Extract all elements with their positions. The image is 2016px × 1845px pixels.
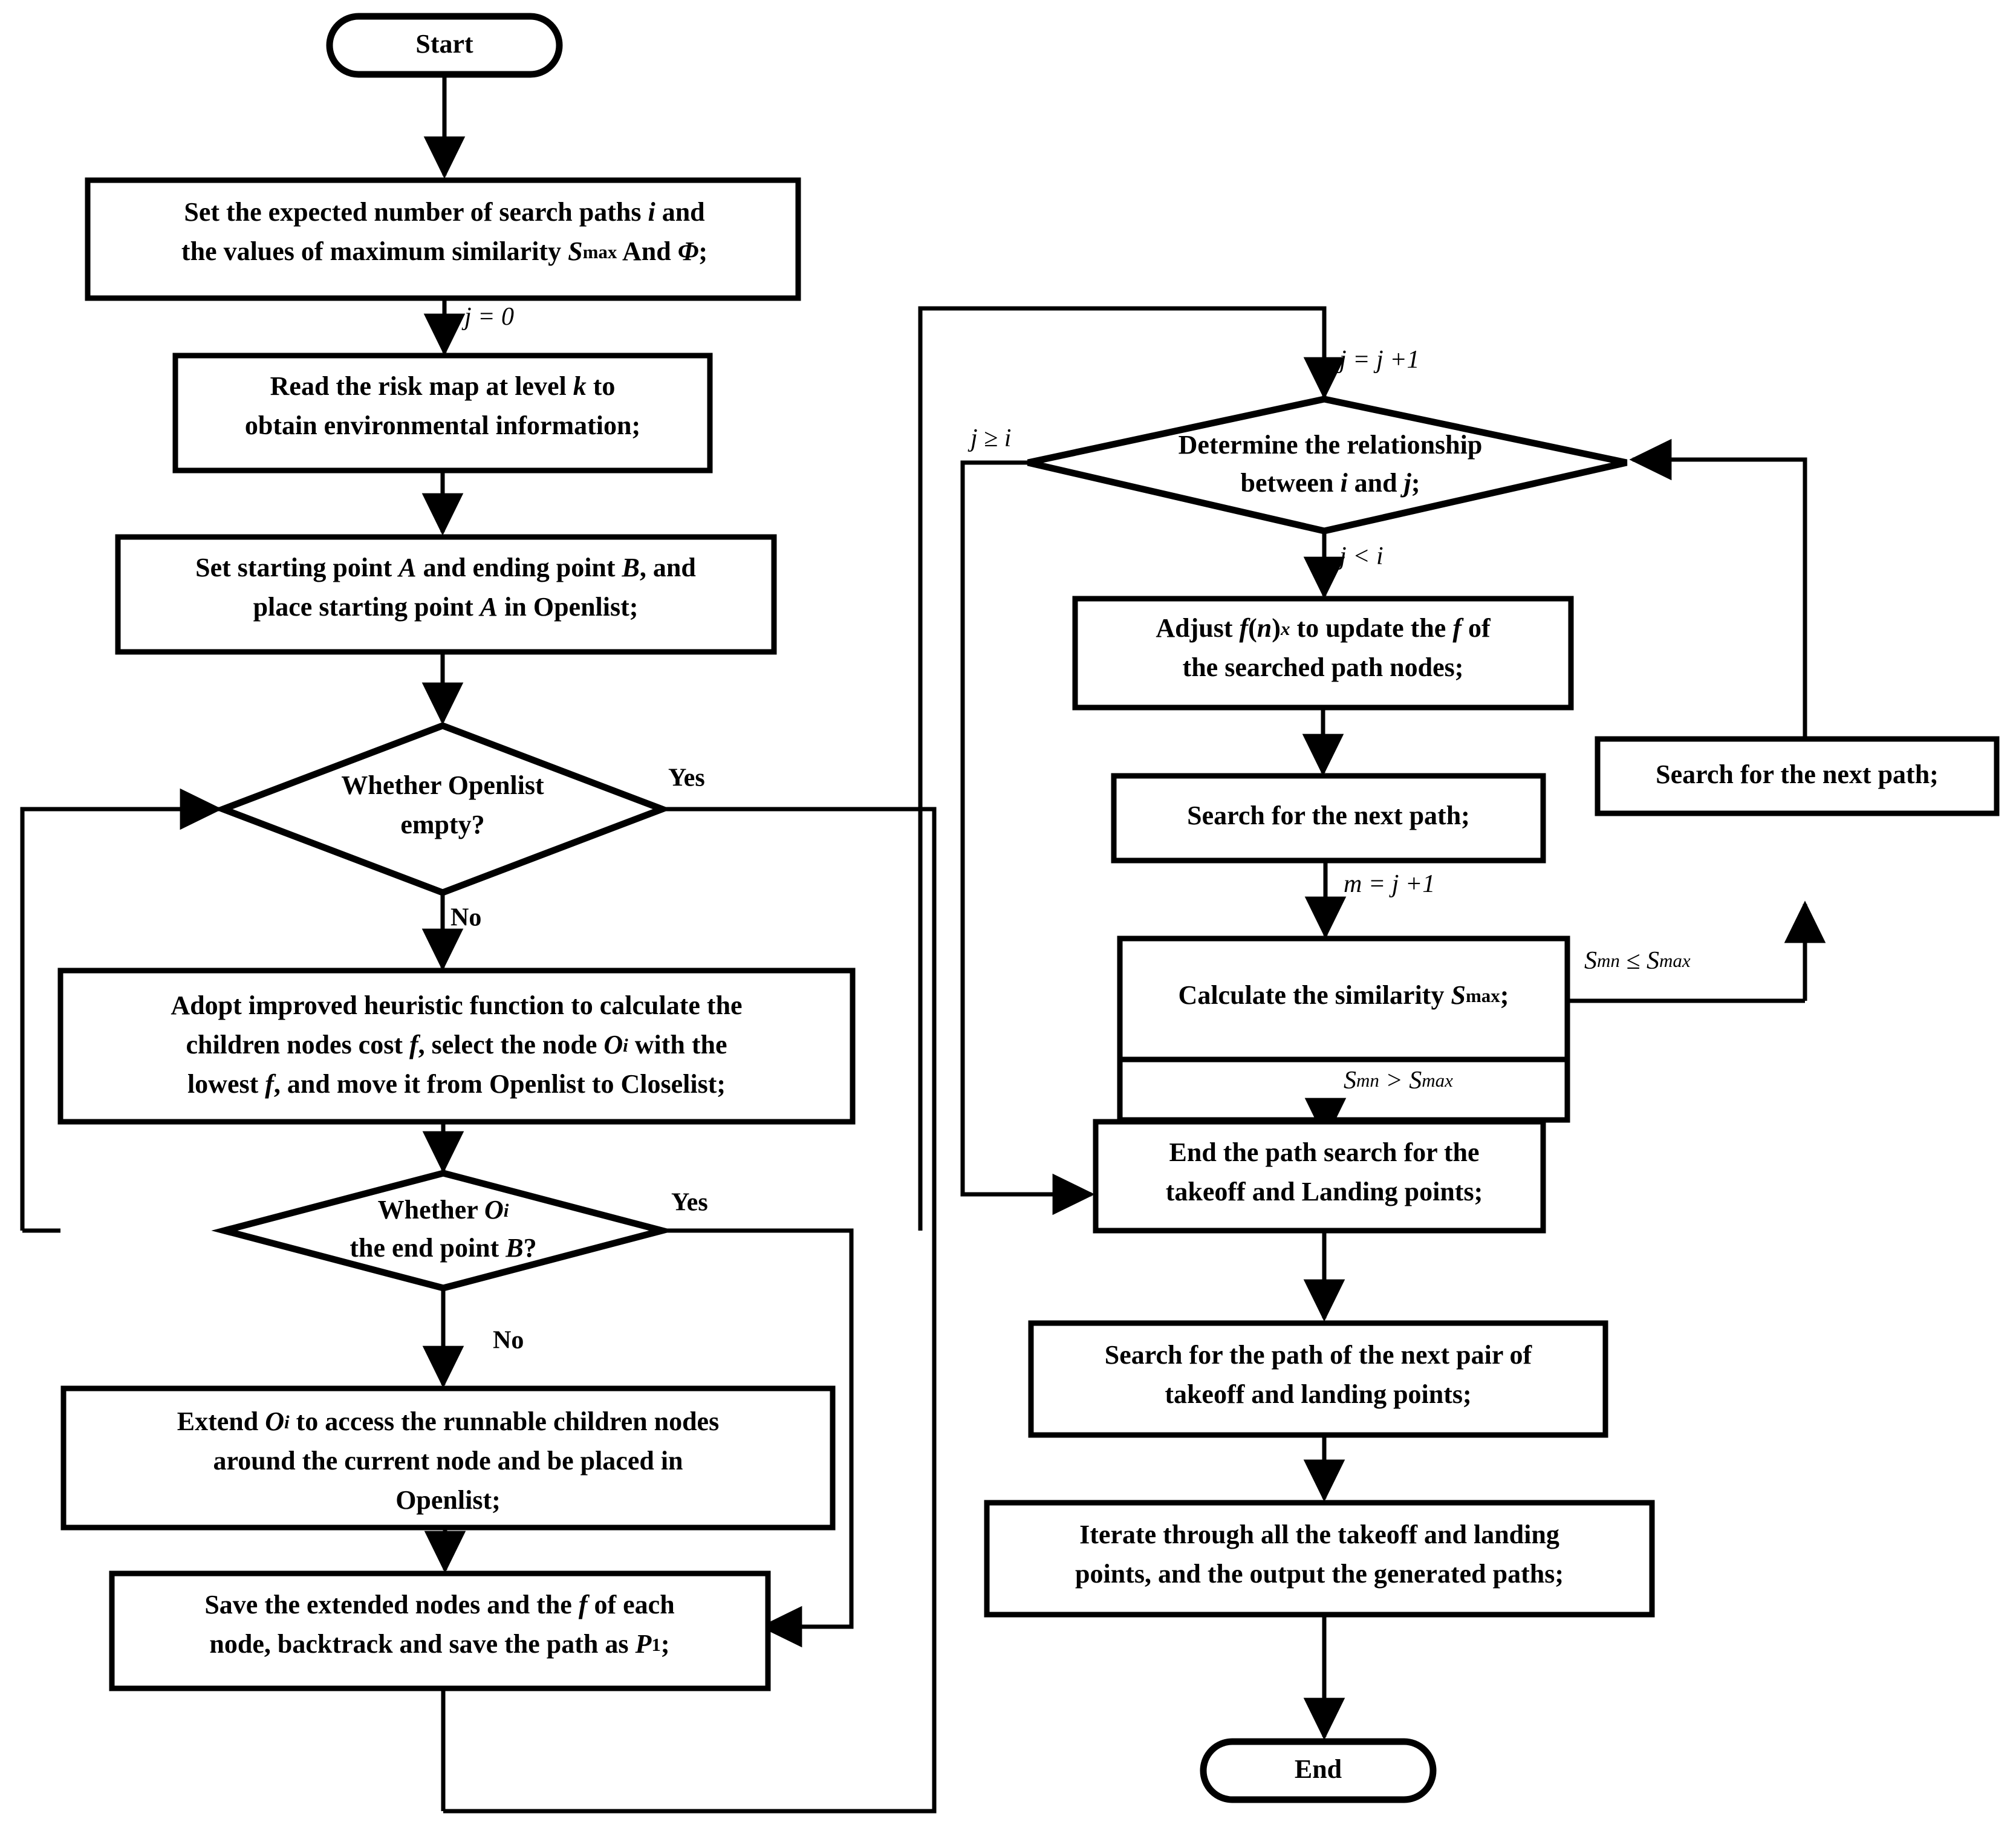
- node-adjust-fn[interactable]: Adjust f(n)x to update the f of the sear…: [1072, 596, 1574, 711]
- connector-setparams-to-readmap: j = 0: [423, 298, 514, 356]
- edge-label-s-le-smax: Smn ≤ Smax: [1584, 947, 1691, 975]
- node-calculate-similarity-label: Calculate the similarity Smax;: [1179, 980, 1509, 1010]
- node-search-next-pair[interactable]: Search for the path of the next pair of …: [1028, 1320, 1608, 1438]
- node-start-label: Start: [415, 29, 473, 59]
- edge-label-j-ge-i: j ≥ i: [967, 425, 1011, 452]
- node-search-next-path-middle-label: Search for the next path;: [1187, 801, 1470, 830]
- node-iterate-all-points-line2: points, and the output the generated pat…: [1075, 1559, 1564, 1589]
- node-calculate-similarity[interactable]: Calculate the similarity Smax;: [1117, 936, 1570, 1123]
- node-heuristic-function-line1: Adopt improved heuristic function to cal…: [171, 991, 742, 1020]
- node-decision-openlist-empty-line2: empty?: [400, 810, 484, 839]
- node-decision-openlist-empty-line1: Whether Openlist: [341, 770, 544, 800]
- connector-determine-j-lt-i: j < i: [1303, 531, 1384, 599]
- edge-label-yes-endpoint: Yes: [671, 1189, 708, 1217]
- connector-determine-j-ge-i: j ≥ i: [960, 425, 1095, 1215]
- node-decision-is-end-point-line1: Whether Oi: [378, 1195, 509, 1225]
- node-adjust-fn-line1: Adjust f(n)x to update the f of: [1156, 613, 1491, 643]
- node-set-parameters-line2: the values of maximum similarity Smax An…: [181, 236, 707, 266]
- node-extend-children-nodes-line2: around the current node and be placed in: [213, 1446, 683, 1476]
- node-decision-determine-relationship-line1: Determine the relationship: [1179, 430, 1483, 460]
- connector-loop-to-determine: j = j +1: [918, 306, 1420, 1231]
- node-start[interactable]: Start: [326, 13, 563, 78]
- edge-label-j-eq-j-plus-1: j = j +1: [1336, 346, 1420, 374]
- edge-label-no-endpoint: No: [493, 1327, 524, 1355]
- connector-feedback-to-openlistcheck: [20, 788, 223, 1233]
- node-search-next-path-middle[interactable]: Search for the next path;: [1111, 773, 1546, 864]
- node-set-parameters[interactable]: Set the expected number of search paths …: [85, 177, 801, 301]
- node-read-risk-map-line1: Read the risk map at level k to: [270, 371, 616, 401]
- node-extend-children-nodes[interactable]: Extend Oi to access the runnable childre…: [60, 1385, 836, 1531]
- node-iterate-all-points[interactable]: Iterate through all the takeoff and land…: [984, 1500, 1655, 1618]
- node-decision-is-end-point-line2: the end point B?: [350, 1233, 536, 1263]
- node-decision-openlist-empty[interactable]: Whether Openlist empty?: [213, 722, 672, 896]
- connector-endpointcheck-no: No: [422, 1288, 524, 1388]
- connector-similarity-le-loop: Smn ≤ Smax: [1567, 900, 1826, 1003]
- edge-label-j-eq-0: j = 0: [461, 303, 514, 331]
- node-end[interactable]: End: [1200, 1738, 1437, 1803]
- node-decision-is-end-point[interactable]: Whether Oi the end point B?: [211, 1170, 675, 1292]
- connector-openlistcheck-yes: Yes: [443, 764, 937, 1814]
- node-search-next-pair-line2: takeoff and landing points;: [1165, 1379, 1471, 1409]
- node-save-extended-nodes-line1: Save the extended nodes and the f of eac…: [204, 1590, 674, 1619]
- edge-label-yes-openlist: Yes: [668, 764, 705, 792]
- node-search-next-path-right-label: Search for the next path;: [1656, 760, 1939, 789]
- connector-searchnextright-to-determine: [1629, 438, 1807, 739]
- edge-label-no-openlist: No: [450, 904, 481, 932]
- node-decision-determine-relationship-line2: between i and j;: [1240, 468, 1420, 498]
- edge-label-j-lt-i: j < i: [1336, 542, 1384, 570]
- node-set-start-end-points-line1: Set starting point A and ending point B,…: [195, 553, 696, 582]
- connector-similarity-gt-to-endsearch: Smn > Smax: [1304, 1067, 1453, 1141]
- node-decision-determine-relationship[interactable]: Determine the relationship between i and…: [1027, 395, 1628, 535]
- node-end-path-search[interactable]: End the path search for the takeoff and …: [1093, 1119, 1546, 1234]
- node-heuristic-function[interactable]: Adopt improved heuristic function to cal…: [57, 968, 856, 1125]
- node-adjust-fn-line2: the searched path nodes;: [1183, 652, 1464, 682]
- node-save-extended-nodes-line2: node, backtrack and save the path as P1;: [209, 1629, 669, 1659]
- node-read-risk-map[interactable]: Read the risk map at level k to obtain e…: [172, 353, 713, 473]
- node-set-start-end-points-line2: place starting point A in Openlist;: [253, 592, 639, 622]
- connector-endpointcheck-yes: Yes: [662, 1189, 854, 1648]
- node-iterate-all-points-line1: Iterate through all the takeoff and land…: [1079, 1520, 1559, 1549]
- connector-openlistcheck-no: No: [421, 893, 481, 971]
- connector-searchnext-to-calcsimilarity: m = j +1: [1304, 861, 1435, 939]
- node-extend-children-nodes-line1: Extend Oi to access the runnable childre…: [177, 1407, 719, 1436]
- node-heuristic-function-line3: lowest f, and move it from Openlist to C…: [187, 1069, 726, 1099]
- node-extend-children-nodes-line3: Openlist;: [395, 1485, 501, 1515]
- node-read-risk-map-line2: obtain environmental information;: [245, 411, 640, 440]
- node-end-path-search-line2: takeoff and Landing points;: [1166, 1177, 1483, 1206]
- node-end-label: End: [1295, 1754, 1342, 1784]
- node-search-next-pair-line1: Search for the path of the next pair of: [1105, 1340, 1533, 1370]
- node-save-extended-nodes[interactable]: Save the extended nodes and the f of eac…: [109, 1570, 771, 1691]
- edge-label-m-eq-j-plus-1: m = j +1: [1344, 870, 1435, 898]
- node-set-parameters-line1: Set the expected number of search paths …: [184, 197, 704, 227]
- node-set-start-end-points[interactable]: Set starting point A and ending point B,…: [115, 534, 777, 655]
- node-heuristic-function-line2: children nodes cost f, select the node O…: [186, 1030, 727, 1059]
- edge-label-s-gt-smax: Smn > Smax: [1344, 1067, 1453, 1095]
- node-end-path-search-line1: End the path search for the: [1169, 1137, 1480, 1167]
- node-search-next-path-right[interactable]: Search for the next path;: [1595, 736, 2000, 816]
